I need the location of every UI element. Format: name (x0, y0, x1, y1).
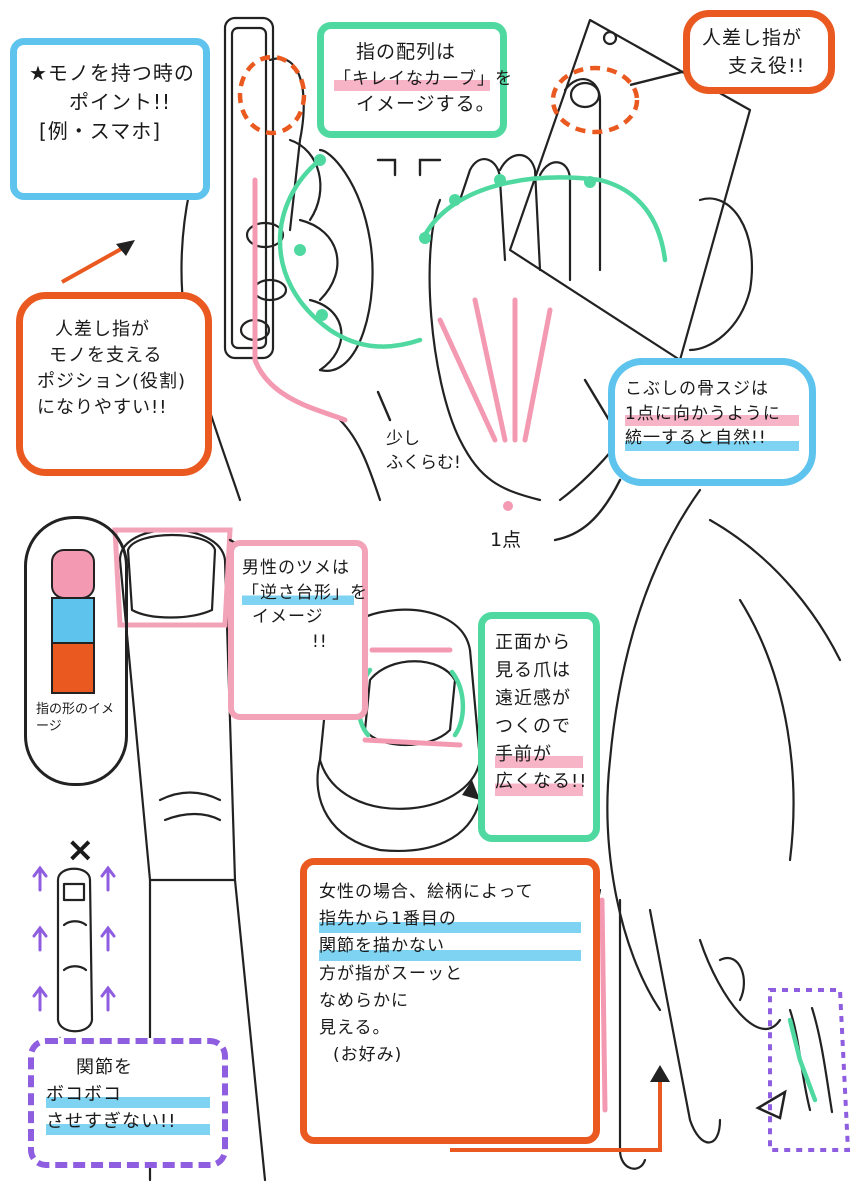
note-line: ふくらむ! (386, 452, 461, 473)
note-line: 指先から1番目の (319, 906, 581, 934)
holding-point-note: ★モノを持つ時の ポイント!! [例・スマホ] (10, 38, 210, 200)
left-finger-tip-highlight (237, 54, 307, 136)
note-line: イメージ (252, 607, 324, 628)
note-line: !! (312, 631, 328, 652)
finger-bone-guide (787, 1017, 818, 1103)
support-arrow (629, 68, 691, 87)
note-line: 正面から (495, 632, 571, 653)
note-line: [例・スマホ] (39, 119, 162, 143)
palm-guide-line (252, 177, 348, 423)
finger-curve-guide-right (422, 175, 668, 263)
index-finger-position-note: 人差し指が モノを支える ポジション(役割) になりやすい!! (16, 292, 212, 476)
front-nail-arrowhead (462, 780, 480, 800)
female-note-arrow (450, 1075, 662, 1152)
note-line: ポジション(役割) (37, 371, 187, 393)
note-line: なめらかに (319, 990, 409, 1011)
note-line: イメージする。 (356, 93, 496, 116)
note-line: 人差し指が (55, 319, 150, 340)
finger-side-sketch (788, 1006, 834, 1114)
finger-curve-note: 指の配列は 「キレイなカーブ」を イメージする。 (317, 22, 512, 138)
front-nail-note: 正面から 見る爪は 遠近感が つくので 手前が 広くなる!! (478, 612, 600, 842)
note-line: ★モノを持つ時の (29, 61, 195, 85)
puff-arrow (376, 390, 392, 422)
note-line: ポイント!! (69, 90, 172, 114)
knuckle-guide-line-4 (522, 307, 553, 443)
finger-curve-guide-left (277, 157, 423, 349)
note-line: 統一すると自然!! (625, 426, 799, 451)
note-line: ボコボコ (46, 1081, 210, 1108)
note-line: 見る爪は (495, 659, 571, 681)
note-line: させすぎない!! (46, 1108, 210, 1135)
note-line: 支え役!! (728, 54, 806, 77)
nail-width-arrow-bottom (362, 737, 463, 748)
note-line: 方が指がスーッと (319, 963, 463, 984)
finger-shape-label: 指の形のイメージ (36, 702, 115, 734)
point-arrowhead (116, 240, 135, 256)
finger-side-arrow (755, 1089, 787, 1120)
knuckle-guide-line-1 (437, 317, 498, 443)
one-point-arrow (553, 478, 622, 542)
nail-side-curve-right (449, 669, 466, 738)
note-line: 男性のツメは (242, 558, 350, 578)
note-line: 少し (386, 429, 420, 449)
note-line: 「逆さ台形」を (242, 580, 367, 606)
finger-joints-sketch (56, 867, 94, 1033)
knuckle-guide-line-2 (472, 297, 508, 443)
knuckle-lines-note: こぶしの骨スジは 1点に向かうように 統一すると自然!! (608, 358, 816, 486)
finger-side-frame (768, 988, 851, 1152)
note-line: 1点に向かうように (625, 401, 799, 427)
bad-example-mark: × (66, 830, 95, 870)
vanishing-point-dot (503, 501, 513, 511)
note-line: モノを支える (49, 345, 163, 367)
note-line: 指の配列は (356, 41, 457, 63)
nail-trapezoid-highlight (112, 527, 233, 628)
note-line: 遠近感が (495, 687, 571, 709)
index-finger-support-note: 人差し指が 支え役!! (683, 10, 835, 94)
puff-label: 少し ふくらむ! (386, 428, 461, 476)
note-line: 見える。 (319, 1017, 391, 1038)
one-point-label: 1点 (490, 529, 522, 551)
female-hand-note: 女性の場合、絵柄によって 指先から1番目の 関節を描かない 方が指がスーッと な… (300, 858, 600, 1144)
female-finger-guide-line (599, 897, 608, 1113)
note-line: 手前が (495, 740, 583, 769)
note-line: こぶしの骨スジは (625, 379, 769, 399)
right-finger-tip-highlight (550, 65, 640, 135)
note-line: 関節を (76, 1057, 133, 1078)
bumpy-joint-note: 関節を ボコボコ させすぎない!! (28, 1038, 228, 1168)
note-line: 女性の場合、絵柄によって (319, 882, 534, 902)
note-line: になりやすい!! (37, 397, 168, 419)
left-right-arrow (376, 158, 442, 177)
male-nail-note: 男性のツメは 「逆さ台形」を イメージ !! (228, 540, 368, 720)
note-line: 人差し指が (702, 27, 803, 49)
female-note-arrowhead (650, 1065, 670, 1082)
note-line: (お好み) (333, 1045, 403, 1066)
finger-shape-bubble (24, 516, 128, 786)
note-line: 「キレイなカーブ」を (334, 66, 512, 92)
note-line: つくので (495, 715, 571, 737)
note-line: 関節を描かない (319, 933, 581, 961)
note-line: 広くなる!! (495, 768, 586, 797)
point-arrow (61, 242, 131, 284)
